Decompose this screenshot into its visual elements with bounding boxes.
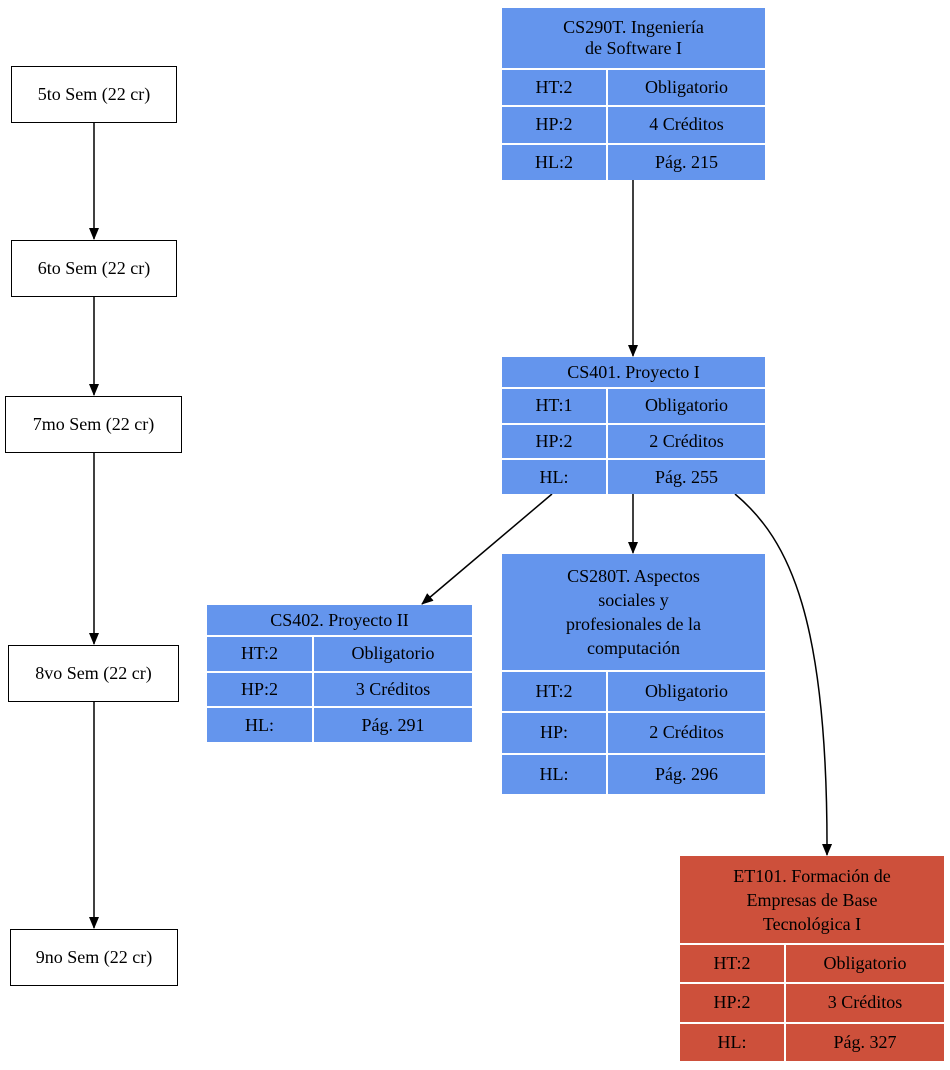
course-type: Obligatorio — [645, 77, 728, 98]
course-type: Obligatorio — [351, 643, 435, 664]
hours-theory: HT:2 — [502, 672, 608, 712]
course-credits: 2 Créditos — [649, 431, 724, 451]
course-row-hp: HP:2 2 Créditos — [502, 422, 765, 459]
course-row-hl: HL: Pág. 327 — [680, 1021, 944, 1061]
course-title-line: Empresas de Base — [746, 889, 878, 910]
course-type: Obligatorio — [823, 953, 907, 974]
hours-lab: HL: — [502, 754, 608, 794]
hours-lab: HL: — [680, 1023, 786, 1061]
course-title: CS280T. Aspectos sociales y profesionale… — [502, 554, 765, 670]
course-page: Pág. 327 — [833, 1031, 897, 1052]
course-row-ht: HT:1 Obligatorio — [502, 387, 765, 423]
course-title-line: ET101. Formación de — [733, 865, 891, 886]
semester-6-box: 6to Sem (22 cr) — [11, 240, 177, 297]
hours-lab: HL: — [207, 708, 314, 743]
course-page: Pág. 215 — [655, 151, 718, 172]
course-title-line: de Software I — [585, 38, 682, 58]
hours-practice: HP:2 — [502, 107, 608, 143]
course-title-line: computación — [587, 638, 680, 658]
course-row-hl: HL: Pág. 291 — [207, 706, 472, 743]
course-title: CS290T. Ingeniería de Software I — [502, 8, 765, 68]
semester-5-box: 5to Sem (22 cr) — [11, 66, 177, 123]
course-title-line: CS280T. Aspectos — [567, 566, 700, 586]
hours-theory: HT:1 — [502, 389, 608, 423]
course-credits: 2 Créditos — [649, 722, 724, 743]
course-cs290t: CS290T. Ingeniería de Software I HT:2 Ob… — [502, 8, 765, 180]
course-row-ht: HT:2 Obligatorio — [680, 943, 944, 983]
course-row-hl: HL: Pág. 255 — [502, 458, 765, 495]
course-row-ht: HT:2 Obligatorio — [502, 68, 765, 106]
course-title: CS401. Proyecto I — [502, 357, 765, 387]
course-row-ht: HT:2 Obligatorio — [207, 635, 472, 671]
course-row-hp: HP:2 4 Créditos — [502, 105, 765, 143]
course-title: ET101. Formación de Empresas de Base Tec… — [680, 856, 944, 943]
course-title: CS402. Proyecto II — [207, 605, 472, 635]
course-cs280t: CS280T. Aspectos sociales y profesionale… — [502, 554, 765, 794]
course-page: Pág. 255 — [655, 466, 718, 487]
course-title-line: sociales y — [598, 590, 669, 610]
course-row-hp: HP:2 3 Créditos — [207, 670, 472, 707]
semester-7-box: 7mo Sem (22 cr) — [5, 396, 182, 453]
edge-cs401-cs402 — [421, 493, 553, 605]
course-title-line: Tecnológica I — [762, 913, 862, 934]
hours-theory: HT:2 — [680, 945, 786, 983]
course-credits: 3 Créditos — [355, 679, 431, 699]
hours-lab: HL: — [502, 460, 608, 495]
hours-theory: HT:2 — [502, 70, 608, 106]
course-credits: 4 Créditos — [649, 114, 724, 135]
course-row-hp: HP: 2 Créditos — [502, 711, 765, 753]
edge-cs401-et101 — [734, 493, 833, 856]
semester-label: 6to Sem (22 cr) — [37, 258, 151, 278]
course-credits: 3 Créditos — [827, 992, 903, 1013]
hours-practice: HP:2 — [680, 984, 786, 1022]
hours-practice: HP:2 — [502, 424, 608, 459]
course-page: Pág. 291 — [361, 714, 425, 735]
semester-9-box: 9no Sem (22 cr) — [10, 929, 178, 986]
course-row-ht: HT:2 Obligatorio — [502, 670, 765, 712]
semester-label: 7mo Sem (22 cr) — [32, 414, 155, 434]
course-cs402: CS402. Proyecto II HT:2 Obligatorio HP:2… — [207, 605, 472, 743]
course-row-hl: HL:2 Pág. 215 — [502, 142, 765, 180]
course-title-line: profesionales de la — [566, 614, 701, 634]
semester-label: 9no Sem (22 cr) — [35, 947, 153, 967]
course-type: Obligatorio — [645, 395, 728, 416]
course-page: Pág. 296 — [655, 763, 718, 784]
course-type: Obligatorio — [645, 681, 728, 702]
hours-practice: HP: — [502, 713, 608, 753]
course-et101: ET101. Formación de Empresas de Base Tec… — [680, 856, 944, 1061]
hours-theory: HT:2 — [207, 637, 314, 671]
course-title-line: CS290T. Ingeniería — [563, 17, 704, 37]
course-title-line: CS402. Proyecto II — [270, 609, 409, 630]
semester-label: 5to Sem (22 cr) — [37, 84, 151, 104]
hours-practice: HP:2 — [207, 672, 314, 707]
semester-label: 8vo Sem (22 cr) — [35, 663, 152, 683]
hours-lab: HL:2 — [502, 144, 608, 180]
course-cs401: CS401. Proyecto I HT:1 Obligatorio HP:2 … — [502, 357, 765, 495]
course-row-hl: HL: Pág. 296 — [502, 752, 765, 794]
course-title-line: CS401. Proyecto I — [567, 361, 700, 382]
course-row-hp: HP:2 3 Créditos — [680, 982, 944, 1022]
semester-8-box: 8vo Sem (22 cr) — [8, 645, 179, 702]
